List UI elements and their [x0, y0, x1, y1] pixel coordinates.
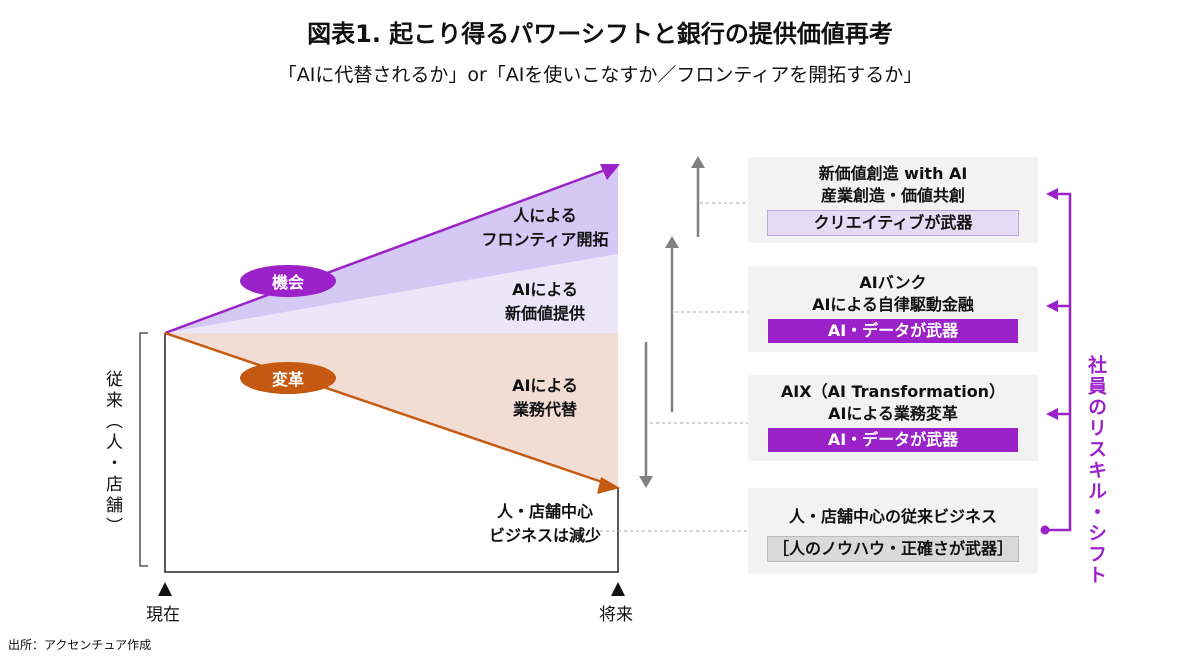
region-label-substitution: AIによる 業務代替 — [512, 376, 578, 419]
box-4-line-1: 人・店舗中心の従来ビジネス — [788, 507, 997, 526]
reform-arrowhead — [597, 477, 620, 494]
reform-pill: 変革 — [240, 362, 336, 394]
left-axis-label: 従来（人・店舗） — [102, 370, 122, 538]
box-4-tag: ［人のノウハウ・正確さが武器］ — [767, 536, 1019, 562]
remaining-business-outline — [164, 333, 619, 573]
box-3-tag: AI・データが武器 — [768, 428, 1018, 452]
box-2-line-2: AIによる自律駆動金融 — [812, 295, 974, 314]
source-note: 出所：アクセンチュア作成 — [8, 638, 152, 652]
region-label-remaining: 人・店舗中心 ビジネスは減少 — [488, 502, 601, 545]
reskill-label: 社員のリスキル・シフト — [1085, 355, 1107, 586]
future-label: 将来 — [599, 605, 633, 625]
now-marker — [158, 582, 172, 596]
page-title: 図表1. 起こり得るパワーシフトと銀行の提供価値再考 — [307, 20, 893, 48]
box-3-line-2: AIによる業務変革 — [828, 404, 958, 423]
box-aix: AIX（AI Transformation） AIによる業務変革 AI・データが… — [748, 375, 1038, 461]
box-1-line-1: 新価値創造 with AI — [818, 164, 968, 183]
now-label: 現在 — [146, 605, 180, 625]
opportunity-line — [164, 168, 606, 335]
reform-line — [164, 331, 606, 485]
opportunity-pill: 機会 — [240, 265, 336, 297]
region-new-value — [165, 254, 618, 333]
box-3-line-1: AIX（AI Transformation） — [780, 382, 1006, 401]
box-2-tag: AI・データが武器 — [768, 319, 1018, 343]
box-2-line-1: AIバンク — [859, 273, 927, 292]
page-subtitle: 「AIに代替されるか」or「AIを使いこなすか／フロンティアを開拓するか」 — [277, 64, 923, 86]
region-label-frontier: 人による フロンティア開拓 — [481, 206, 609, 249]
box-1-tag: クリエイティブが武器 — [767, 210, 1019, 236]
region-label-new-value: AIによる 新価値提供 — [504, 280, 585, 323]
box-traditional-business: 人・店舗中心の従来ビジネス ［人のノウハウ・正確さが武器］ — [748, 488, 1038, 574]
opportunity-arrowhead — [600, 164, 620, 180]
box-1-line-2: 産業創造・価値共創 — [820, 186, 965, 205]
left-bracket — [139, 332, 148, 567]
box-new-value-creation: 新価値創造 with AI 産業創造・価値共創 クリエイティブが武器 — [748, 157, 1038, 243]
box-ai-bank: AIバンク AIによる自律駆動金融 AI・データが武器 — [748, 266, 1038, 352]
reskill-bracket — [1045, 192, 1072, 532]
future-marker — [611, 582, 625, 596]
